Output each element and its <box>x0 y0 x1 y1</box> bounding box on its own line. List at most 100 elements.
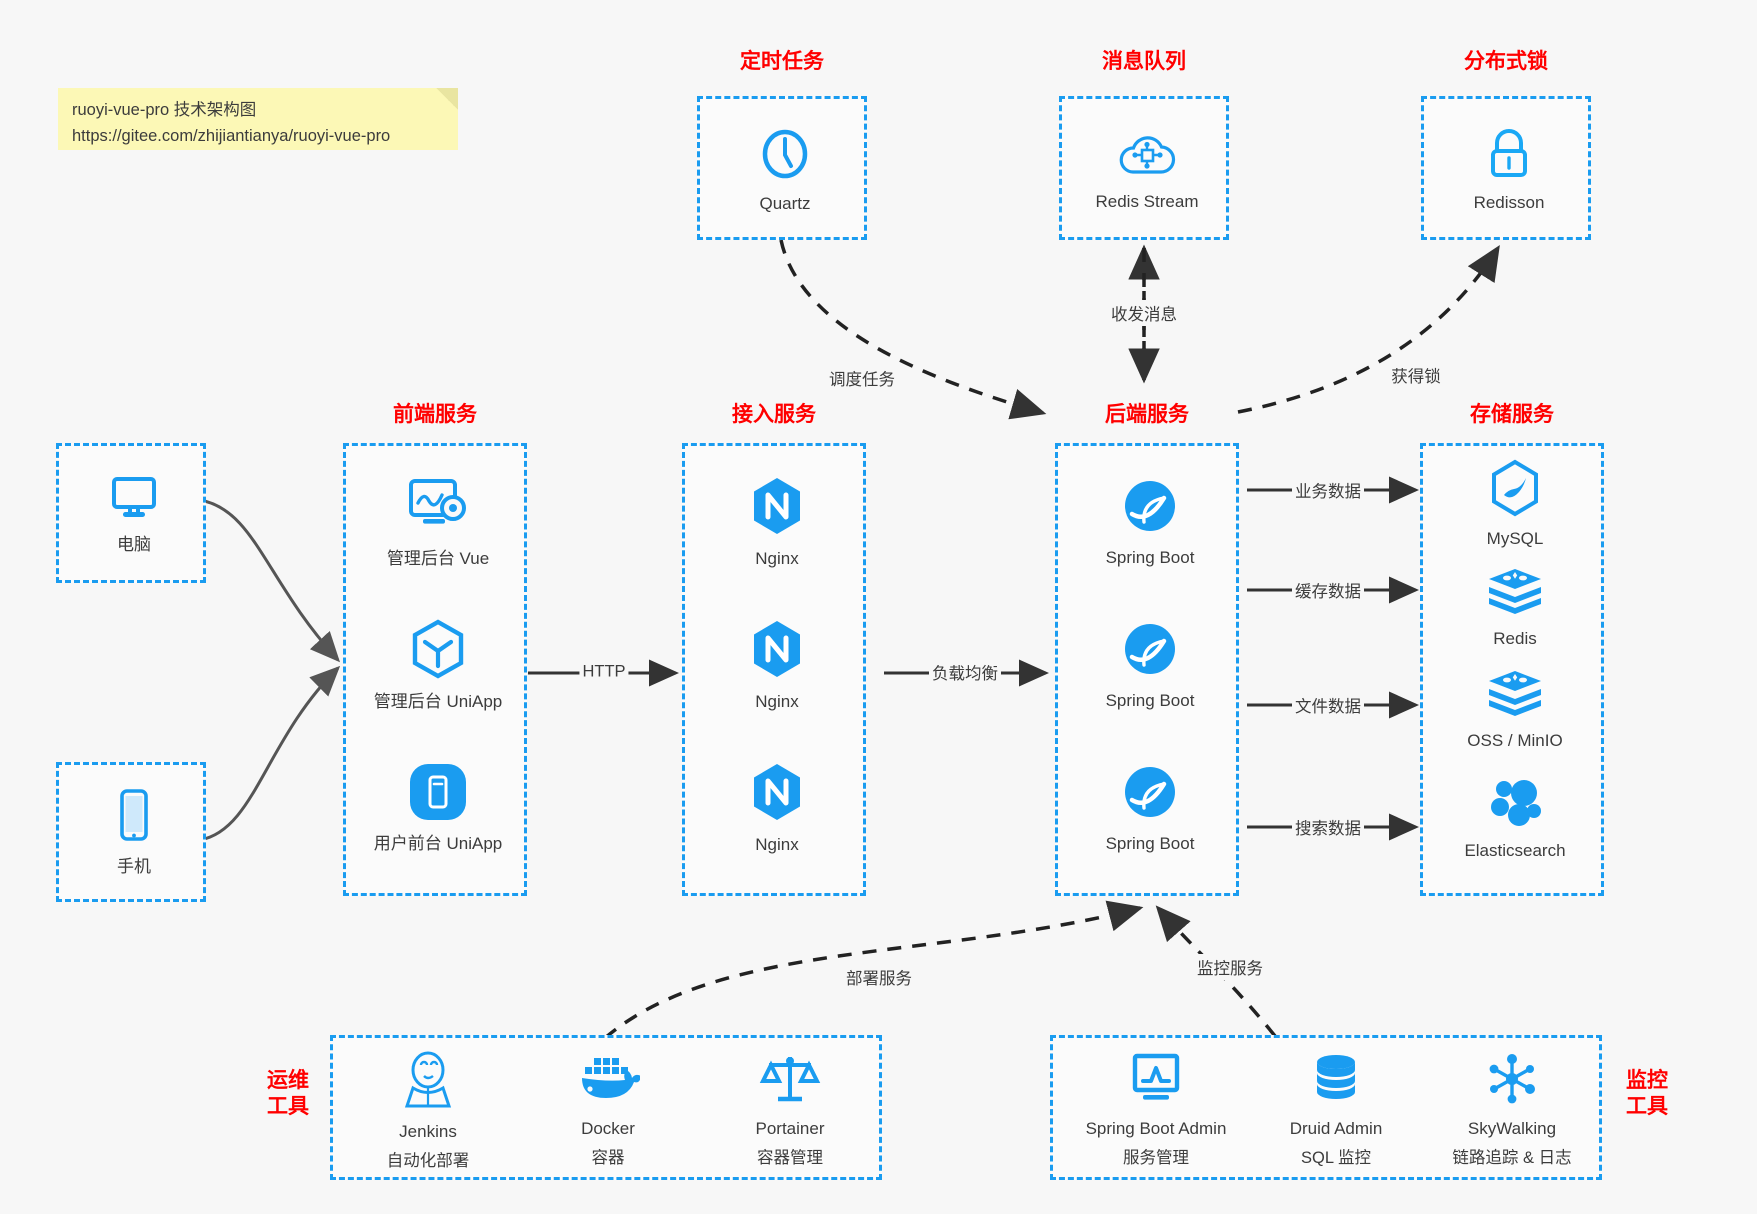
node-mysql[interactable]: MySQL <box>1423 454 1607 556</box>
group-title-gateway: 接入服务 <box>732 403 816 426</box>
edge-label-file-data: 文件数据 <box>1292 692 1364 718</box>
node-label: OSS / MinIO <box>1467 731 1563 751</box>
group-box-message-queue: Redis Stream <box>1059 96 1229 240</box>
node-nginx-3[interactable]: Nginx <box>685 744 869 874</box>
group-title-backend: 后端服务 <box>1105 403 1189 426</box>
node-desktop[interactable]: 电脑 <box>59 458 209 570</box>
node-name: Spring Boot Admin <box>1085 1118 1227 1138</box>
redis-icon <box>1485 667 1545 724</box>
cube-icon <box>409 618 467 685</box>
edge-label-send-receive-message: 收发消息 <box>1108 300 1180 326</box>
node-desc: 服务管理 <box>1123 1148 1189 1167</box>
node-user-uniapp[interactable]: 用户前台 UniApp <box>346 744 530 874</box>
spring-boot-icon <box>1120 476 1180 541</box>
lock-icon <box>1483 127 1535 186</box>
node-docker[interactable]: Docker 容器 <box>523 1046 693 1174</box>
note-title: ruoyi-vue-pro 技术架构图 <box>72 101 257 119</box>
dashboard-gear-icon <box>405 475 471 542</box>
node-skywalking[interactable]: SkyWalking 链路追踪 & 日志 <box>1419 1046 1605 1174</box>
node-name: Docker <box>581 1118 635 1138</box>
group-box-gateway: Nginx Nginx Nginx <box>682 443 866 896</box>
node-label: 管理后台 UniApp <box>373 692 503 712</box>
group-title-devops: 运维 工具 <box>258 1068 318 1121</box>
node-label: Nginx <box>755 692 799 712</box>
group-box-backend: Spring Boot Spring Boot Spring Boot <box>1055 443 1239 896</box>
node-label: Redisson <box>1473 193 1545 213</box>
node-name: SkyWalking <box>1467 1118 1557 1138</box>
database-icon <box>1308 1051 1364 1112</box>
spring-boot-icon <box>1120 762 1180 827</box>
node-label: 管理后台 Vue <box>386 549 490 569</box>
node-elasticsearch[interactable]: Elasticsearch <box>1423 764 1607 874</box>
group-title-storage: 存储服务 <box>1470 403 1554 426</box>
note-fold-corner <box>436 88 458 110</box>
group-title-monitoring-line1: 监控 <box>1626 1069 1668 1092</box>
node-desc: 容器 <box>591 1148 625 1167</box>
group-box-monitoring: Spring Boot Admin 服务管理 Druid Admin SQL 监… <box>1050 1035 1602 1180</box>
edge-label-schedule-task: 调度任务 <box>829 371 895 389</box>
mobile-icon <box>114 787 154 850</box>
node-name: Druid Admin <box>1289 1118 1383 1138</box>
node-label: Nginx <box>755 549 799 569</box>
node-mobile[interactable]: 手机 <box>59 777 209 889</box>
skywalking-icon <box>1484 1051 1540 1112</box>
group-box-client-mobile: 手机 <box>56 762 206 902</box>
group-title-message-queue: 消息队列 <box>1102 50 1186 73</box>
node-spring-boot-1[interactable]: Spring Boot <box>1058 458 1242 588</box>
node-redis[interactable]: Redis <box>1423 558 1607 658</box>
nginx-icon <box>748 475 806 542</box>
edge-label-acquire-lock: 获得锁 <box>1391 368 1441 386</box>
elasticsearch-icon <box>1486 775 1544 834</box>
node-spring-boot-3[interactable]: Spring Boot <box>1058 744 1242 874</box>
node-admin-vue[interactable]: 管理后台 Vue <box>346 458 530 588</box>
group-box-scheduled-task: Quartz <box>697 96 867 240</box>
node-spring-boot-admin[interactable]: Spring Boot Admin 服务管理 <box>1061 1046 1251 1174</box>
node-name: Portainer <box>755 1118 825 1138</box>
group-box-distributed-lock: Redisson <box>1421 96 1591 240</box>
spring-boot-icon <box>1120 619 1180 684</box>
scales-icon <box>759 1051 821 1112</box>
node-admin-uniapp[interactable]: 管理后台 UniApp <box>346 601 530 731</box>
node-label: 手机 <box>117 857 151 877</box>
node-desc: 自动化部署 <box>386 1151 470 1170</box>
node-label: Spring Boot <box>1105 834 1195 854</box>
node-nginx-2[interactable]: Nginx <box>685 601 869 731</box>
node-label: 用户前台 UniApp <box>373 834 503 854</box>
edge-label-search-data: 搜索数据 <box>1292 814 1364 840</box>
node-oss-minio[interactable]: OSS / MinIO <box>1423 658 1607 762</box>
nginx-icon <box>748 618 806 685</box>
nginx-icon <box>748 761 806 828</box>
node-label: Redis Stream <box>1095 192 1199 212</box>
node-label: Nginx <box>755 835 799 855</box>
monitor-chart-icon <box>1127 1051 1185 1112</box>
node-desc: 链路追踪 & 日志 <box>1452 1148 1572 1167</box>
node-redisson[interactable]: Redisson <box>1424 113 1594 229</box>
node-jenkins[interactable]: Jenkins 自动化部署 <box>343 1046 513 1174</box>
edge-label-http: HTTP <box>579 661 629 683</box>
node-portainer[interactable]: Portainer 容器管理 <box>705 1046 875 1174</box>
node-druid-admin[interactable]: Druid Admin SQL 监控 <box>1251 1046 1421 1174</box>
group-box-storage: MySQL Redis <box>1420 443 1604 896</box>
node-desc: SQL 监控 <box>1301 1148 1371 1167</box>
node-label: Spring Boot <box>1105 548 1195 568</box>
group-box-client-desktop: 电脑 <box>56 443 206 583</box>
group-title-devops-line2: 工具 <box>267 1095 309 1119</box>
edge-label-cache-data: 缓存数据 <box>1292 577 1364 603</box>
note-url: https://gitee.com/zhijiantianya/ruoyi-vu… <box>72 126 391 145</box>
node-quartz[interactable]: Quartz <box>700 113 870 229</box>
group-box-frontend: 管理后台 Vue 管理后台 UniApp 用户前台 UniApp <box>343 443 527 896</box>
clock-icon <box>757 126 813 187</box>
group-box-devops: Jenkins 自动化部署 <box>330 1035 882 1180</box>
diagram-note: ruoyi-vue-pro 技术架构图 https://gitee.com/zh… <box>58 88 458 150</box>
node-nginx-1[interactable]: Nginx <box>685 458 869 588</box>
node-label: Redis <box>1493 629 1537 649</box>
edge-label-deploy-service: 部署服务 <box>843 964 915 990</box>
docker-icon <box>576 1051 641 1112</box>
node-redis-stream[interactable]: Redis Stream <box>1062 113 1232 229</box>
app-rounded-icon <box>408 762 468 827</box>
node-label: Quartz <box>759 194 811 214</box>
redis-icon <box>1485 565 1545 622</box>
node-spring-boot-2[interactable]: Spring Boot <box>1058 601 1242 731</box>
group-title-frontend: 前端服务 <box>393 403 477 426</box>
